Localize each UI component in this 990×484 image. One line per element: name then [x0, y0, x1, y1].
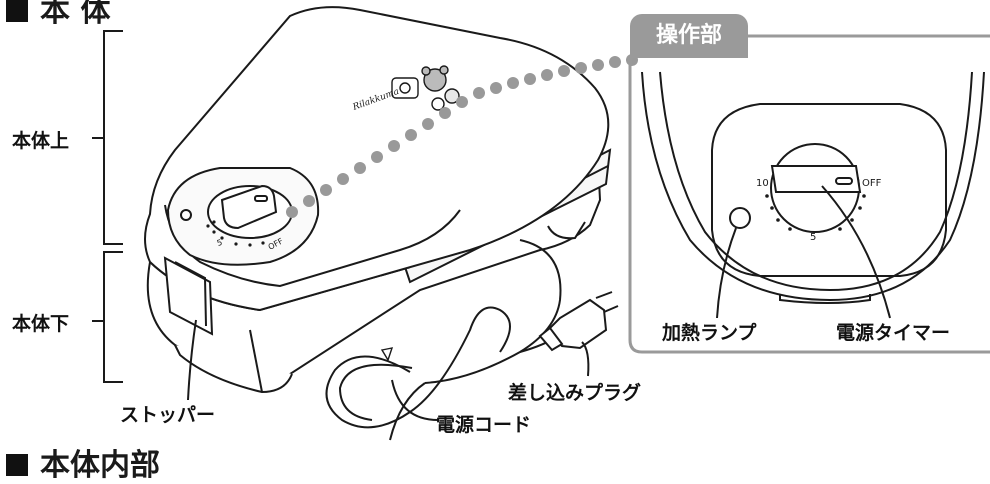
label-lower-body: 本体下 — [12, 313, 70, 335]
bear-character-icon — [391, 65, 460, 111]
heading-body: 本 体 — [6, 0, 110, 30]
knob-scale-dots — [206, 220, 265, 247]
lower-bracket — [92, 251, 123, 383]
callout-frame — [628, 58, 990, 354]
label-leader-lines — [187, 319, 590, 421]
dial-scale-dots — [765, 194, 866, 231]
label-plug: 差し込みプラグ — [508, 382, 642, 404]
label-timer: 電源タイマー — [836, 322, 951, 344]
label-cord: 電源コード — [436, 414, 532, 436]
dial-five-label: 5 — [810, 232, 816, 243]
control-panel-zoom — [641, 71, 985, 319]
heading-square-icon — [6, 0, 28, 22]
power-plug-icon — [538, 291, 619, 352]
dial-ten-label: 10 — [756, 178, 769, 189]
callout-title: 操作部 — [630, 14, 748, 58]
upper-bracket — [92, 30, 123, 245]
callout-dotted-line — [286, 54, 638, 218]
label-stopper: ストッパー — [120, 404, 216, 426]
dial-off-label: OFF — [862, 178, 882, 189]
diagram-illustration: 5 OFF Rilakkuma — [92, 6, 990, 441]
label-lamp: 加熱ランプ — [662, 322, 757, 344]
heading-square-icon — [6, 454, 28, 476]
knob-five-label: 5 — [216, 238, 224, 248]
heading-body-text: 本 体 — [40, 0, 111, 29]
label-upper-body: 本体上 — [12, 130, 70, 152]
